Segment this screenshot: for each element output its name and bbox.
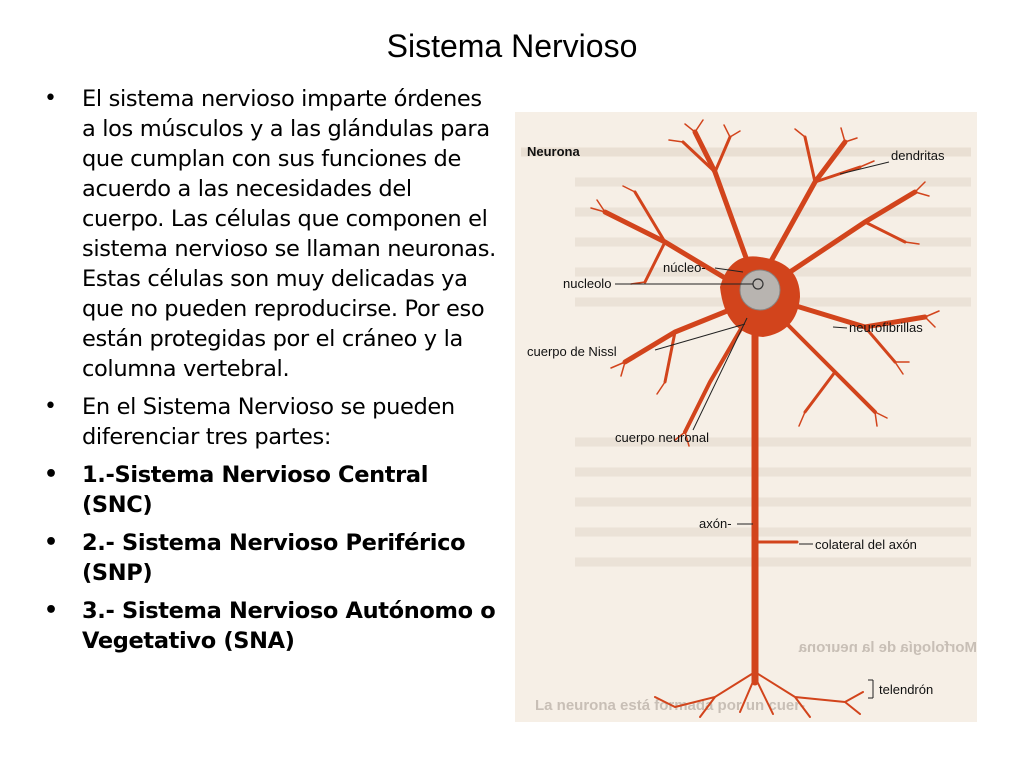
bullet-symbol: • [44,394,57,419]
bullet-item: • 1.-Sistema Nervioso Central (SNC) [40,460,498,520]
label-neurofibrillas: neurofibrillas [849,320,923,335]
bullet-item: • En el Sistema Nervioso se pueden difer… [40,392,498,452]
label-cuerpo-nissl: cuerpo de Nissl [527,344,617,359]
figure-title: Neurona [527,144,581,159]
label-telendron: telendrón [879,682,933,697]
bullet-item: • El sistema nervioso imparte órdenes a … [40,84,498,384]
label-nucleolo: nucleolo [563,276,611,291]
bullet-symbol: • [44,462,58,487]
bullet-item: • 3.- Sistema Nervioso Autónomo o Vegeta… [40,596,498,656]
bullet-item: • 2.- Sistema Nervioso Periférico (SNP) [40,528,498,588]
bullet-text: El sistema nervioso imparte órdenes a lo… [82,86,496,382]
leader-lines [615,161,890,699]
label-colateral: colateral del axón [815,537,917,552]
slide-title: Sistema Nervioso [386,28,638,64]
bullet-list: • El sistema nervioso imparte órdenes a … [40,84,498,664]
bullet-symbol: • [44,86,57,111]
bullet-text: 2.- Sistema Nervioso Periférico (SNP) [82,530,466,586]
neuron-cell [590,119,940,718]
label-dendritas: dendritas [891,148,945,163]
bullet-text: En el Sistema Nervioso se pueden diferen… [82,394,455,450]
mirrored-heading: Morfología de la neurona [798,639,977,656]
label-axon: axón- [699,516,732,531]
bullet-text: 1.-Sistema Nervioso Central (SNC) [82,462,429,518]
neuron-diagram: Morfología de la neurona La neurona está… [515,112,977,722]
label-nucleo: núcleo- [663,260,706,275]
neuron-figure: Morfología de la neurona La neurona está… [515,112,977,722]
background-scan: Morfología de la neurona La neurona está… [515,112,977,722]
nucleus [739,269,781,311]
label-cuerpo-neuronal: cuerpo neuronal [615,430,709,445]
bullet-symbol: • [44,598,58,623]
bullet-symbol: • [44,530,58,555]
bullet-text: 3.- Sistema Nervioso Autónomo o Vegetati… [82,598,496,654]
